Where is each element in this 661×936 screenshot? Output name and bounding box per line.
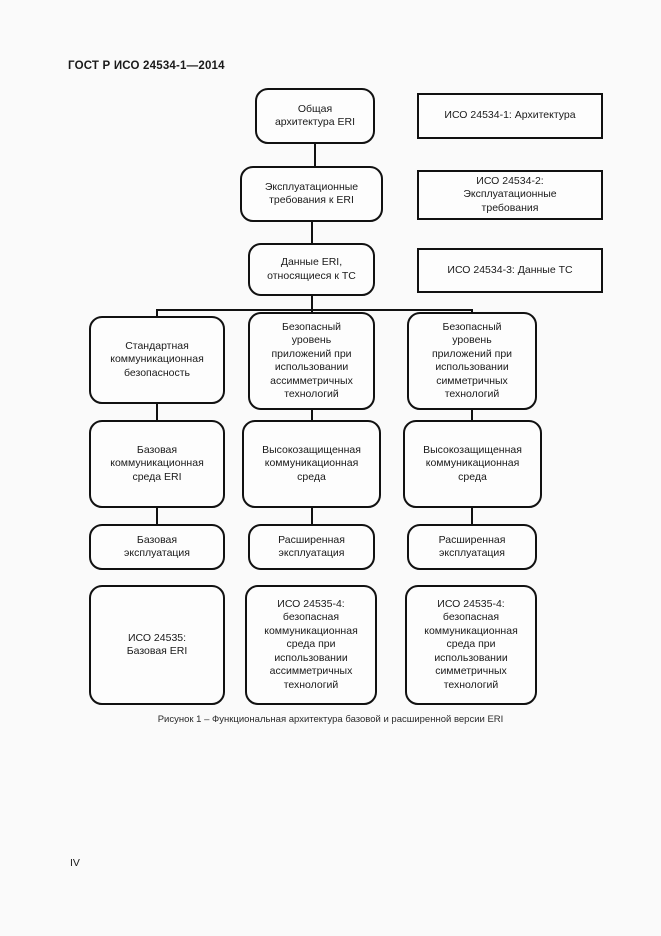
- connector-line: [156, 404, 158, 421]
- connector-line: [156, 309, 472, 311]
- diagram-node: Базовая эксплуатация: [89, 524, 225, 570]
- diagram-node: ИСО 24535-4: безопасная коммуникационная…: [405, 585, 537, 705]
- diagram-node-label: Данные ERI, относящиеся к ТС: [267, 256, 356, 282]
- diagram-node-label: Расширенная эксплуатация: [438, 533, 506, 560]
- diagram-node-label: Расширенная эксплуатация: [278, 533, 345, 560]
- diagram-node: ИСО 24534-1: Архитектура: [417, 93, 603, 139]
- diagram-node: Расширенная эксплуатация: [248, 524, 375, 570]
- diagram-node-label: Безопасный уровень приложений при исполь…: [431, 320, 513, 401]
- diagram-node-label: Эксплуатационные требования к ERI: [264, 180, 359, 207]
- diagram-node-label: Высокозащищенная коммуникационная среда: [423, 443, 522, 483]
- diagram-node-label: ИСО 24535-4: безопасная коммуникационная…: [424, 597, 518, 691]
- diagram-node: Высокозащищенная коммуникационная среда: [242, 420, 381, 508]
- diagram-node: Высокозащищенная коммуникационная среда: [403, 420, 542, 508]
- connector-line: [471, 309, 473, 313]
- connector-line: [311, 222, 313, 243]
- diagram-node: ИСО 24535: Базовая ERI: [89, 585, 225, 705]
- diagram-node-label: ИСО 24535-4: безопасная коммуникационная…: [264, 597, 358, 691]
- diagram-node-label: ИСО 24534-2: Эксплуатационные требования: [463, 174, 557, 214]
- connector-line: [471, 508, 473, 525]
- diagram-node: Расширенная эксплуатация: [407, 524, 537, 570]
- page-folio: IV: [70, 857, 80, 869]
- connector-line: [314, 144, 316, 166]
- diagram-node: ИСО 24534-2: Эксплуатационные требования: [417, 170, 603, 220]
- diagram-node-label: Базовая коммуникационная среда ERI: [110, 443, 204, 483]
- figure-caption: Рисунок 1 – Функциональная архитектура б…: [157, 714, 504, 725]
- diagram-node: Безопасный уровень приложений при исполь…: [407, 312, 537, 410]
- connector-line: [311, 508, 313, 525]
- diagram-node-label: ИСО 24535: Базовая ERI: [126, 631, 188, 658]
- diagram-node-label: Высокозащищенная коммуникационная среда: [262, 443, 361, 483]
- diagram-node: Данные ERI, относящиеся к ТС: [248, 243, 375, 296]
- connector-line: [311, 296, 313, 310]
- connector-line: [156, 309, 158, 317]
- diagram-node-label: ИСО 24534-3: Данные ТС: [447, 263, 573, 276]
- connector-line: [471, 410, 473, 421]
- diagram-node-label: ИСО 24534-1: Архитектура: [444, 109, 576, 122]
- figure-diagram: Общая архитектура ERI ИСО 24534-1: Архите…: [89, 88, 603, 705]
- diagram-node-label: Стандартная коммуникационная безопасност…: [110, 339, 204, 379]
- diagram-node-label: Общая архитектура ERI: [274, 102, 356, 129]
- connector-line: [311, 309, 313, 313]
- diagram-node: Общая архитектура ERI: [255, 88, 375, 144]
- diagram-node: Стандартная коммуникационная безопасност…: [89, 316, 225, 404]
- diagram-node: ИСО 24534-3: Данные ТС: [417, 248, 603, 293]
- diagram-node: Эксплуатационные требования к ERI: [240, 166, 383, 222]
- diagram-node: Безопасный уровень приложений при исполь…: [248, 312, 375, 410]
- connector-line: [311, 410, 313, 421]
- diagram-node: ИСО 24535-4: безопасная коммуникационная…: [245, 585, 377, 705]
- diagram-node-label: Базовая эксплуатация: [124, 533, 190, 560]
- connector-line: [156, 508, 158, 525]
- diagram-node-label: Безопасный уровень приложений при исполь…: [270, 320, 353, 401]
- standard-header: ГОСТ Р ИСО 24534-1—2014: [68, 60, 225, 72]
- diagram-node: Базовая коммуникационная среда ERI: [89, 420, 225, 508]
